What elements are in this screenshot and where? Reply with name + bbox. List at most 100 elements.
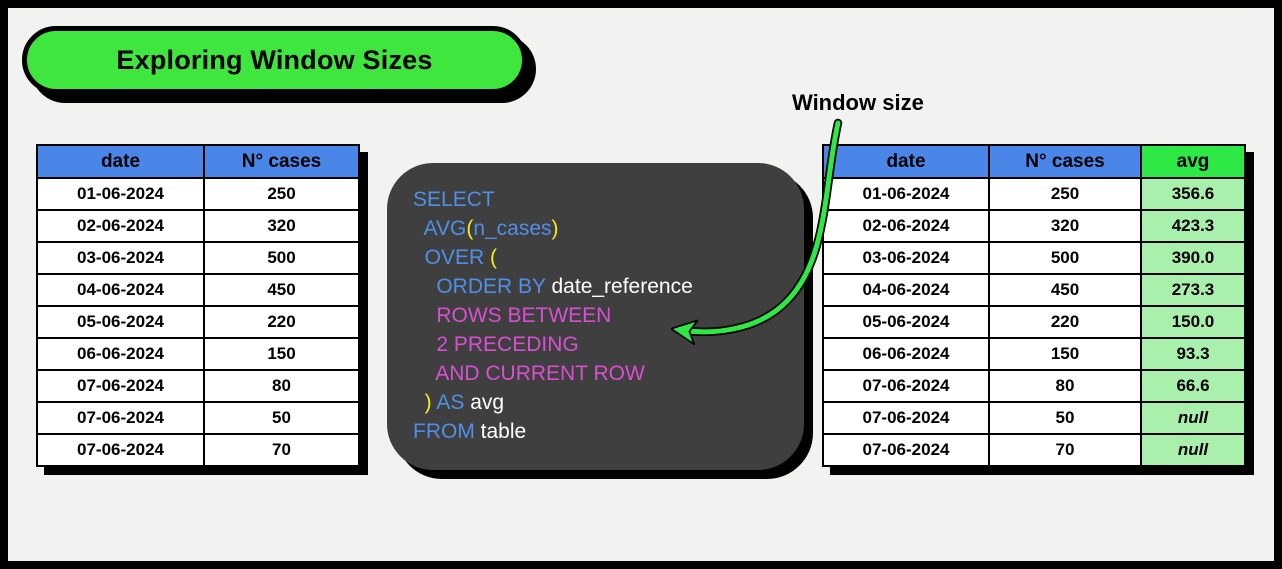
code-token: ROWS BETWEEN [436,304,612,327]
column-header-cases: N° cases [988,144,1142,179]
code-line: SELECT [413,185,804,214]
table-cell-date: 04-06-2024 [36,273,205,307]
code-line: ROWS BETWEEN [413,301,804,330]
code-token: OVER [424,246,491,269]
code-token [413,391,425,414]
code-line: OVER ( [413,243,804,272]
table-cell-ncases: 220 [988,305,1142,339]
code-token: ( [466,217,474,240]
code-token: 2 PRECEDING [436,333,579,356]
column-header-date: date [822,144,990,179]
code-token [413,304,436,327]
table-cell-date: 07-06-2024 [822,401,990,435]
code-token: avg [470,391,505,414]
table-cell-date: 05-06-2024 [36,305,205,339]
sql-code-block: SELECT AVG(n_cases) OVER ( ORDER BY date… [387,163,804,470]
table-cell-date: 05-06-2024 [822,305,990,339]
code-token [413,217,424,240]
code-token: date_reference [551,275,693,298]
table-cell-avg: 273.3 [1140,273,1246,307]
table-cell-avg: 66.6 [1140,369,1246,403]
table-cell-date: 07-06-2024 [822,433,990,467]
table-cell-date: 07-06-2024 [36,369,205,403]
table-cell-ncases: 250 [988,177,1142,211]
table-cell-avg: 356.6 [1140,177,1246,211]
code-token: n_cases [473,217,552,240]
table-cell-ncases: 450 [203,273,360,307]
code-token: ( [490,246,498,269]
code-token: AVG [423,217,467,240]
table-cell-avg: 93.3 [1140,337,1246,371]
table-cell-date: 06-06-2024 [822,337,990,371]
code-token: AS [431,391,471,414]
column-header-cases: N° cases [203,144,360,179]
code-token: table [480,420,527,443]
code-token: ) [424,391,432,414]
table-cell-avg: 423.3 [1140,209,1246,243]
table-cell-ncases: 220 [203,305,360,339]
table-cell-ncases: 500 [988,241,1142,275]
table-cell-avg: null [1140,401,1246,435]
column-header-avg: avg [1140,144,1246,179]
code-token [413,362,435,385]
diagram-canvas: Exploring Window Sizes date N° cases 01-… [8,8,1274,561]
table-cell-ncases: 250 [203,177,360,211]
code-token: SELECT [413,188,495,211]
code-token [413,246,425,269]
table-cell-ncases: 150 [988,337,1142,371]
table-cell-date: 01-06-2024 [36,177,205,211]
table-cell-date: 03-06-2024 [822,241,990,275]
table-cell-ncases: 450 [988,273,1142,307]
code-line: FROM table [413,417,804,446]
code-line: AVG(n_cases) [413,214,804,243]
table-cell-ncases: 50 [203,401,360,435]
code-token: ORDER BY [436,275,552,298]
table-cell-ncases: 70 [988,433,1142,467]
page-title: Exploring Window Sizes [116,44,433,75]
table-cell-ncases: 70 [203,433,360,467]
table-cell-avg: null [1140,433,1246,467]
title-banner: Exploring Window Sizes [22,26,527,94]
table-cell-date: 02-06-2024 [822,209,990,243]
code-line: 2 PRECEDING [413,330,804,359]
table-cell-date: 07-06-2024 [36,401,205,435]
code-line: AND CURRENT ROW [413,359,804,388]
table-cell-date: 04-06-2024 [822,273,990,307]
table-cell-ncases: 80 [988,369,1142,403]
table-cell-date: 02-06-2024 [36,209,205,243]
table-cell-avg: 390.0 [1140,241,1246,275]
code-token: ) [551,217,559,240]
code-token: AND CURRENT ROW [435,362,645,385]
table-header-row: date N° cases [36,144,360,179]
table-cell-ncases: 150 [203,337,360,371]
column-header-date: date [36,144,205,179]
table-cell-date: 01-06-2024 [822,177,990,211]
window-size-label: Window size [792,90,924,115]
table-header-row: date N° cases avg [822,144,1246,179]
table-cell-ncases: 320 [203,209,360,243]
table-cell-avg: 150.0 [1140,305,1246,339]
code-token: FROM [413,420,481,443]
table-cell-date: 07-06-2024 [36,433,205,467]
table-cell-date: 07-06-2024 [822,369,990,403]
table-cell-date: 03-06-2024 [36,241,205,275]
code-line: ORDER BY date_reference [413,272,804,301]
